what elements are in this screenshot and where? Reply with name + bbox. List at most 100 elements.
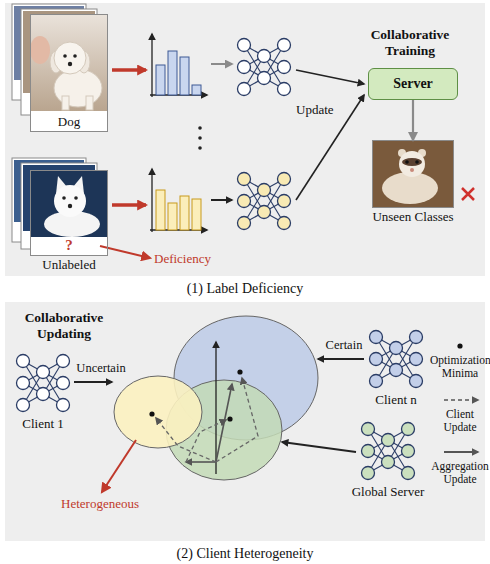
unlabeled-photo-stack [62,196,66,200]
unlabeled-photo-stack [68,204,72,208]
cross-mark [462,188,474,200]
section-heading: Collaborative Training [350,27,470,58]
flow-arrow [211,199,232,201]
dog-photo-stack [86,96,93,110]
distribution-chart [156,190,165,230]
distribution-chart [168,203,177,230]
server-network: Global Server [360,420,416,482]
neural-network [238,173,291,230]
flow-arrow [296,95,364,200]
loss-landscape [186,420,226,462]
cross-mark [462,188,474,200]
arrow-label: Certain [316,338,372,352]
node-text: Unseen Classes [339,210,487,224]
ferret-photo [372,140,454,208]
loss-landscape [149,411,154,416]
annotation: Deficiency [154,252,234,267]
loss-landscape [237,369,242,374]
legend-sample [457,343,462,348]
distribution-chart [192,199,201,230]
unlabeled-photo-stack [31,171,107,237]
unlabeled-photo-stack [54,185,86,217]
client-arrow [74,359,364,492]
flow-arrow [211,63,232,65]
client-arrow [318,358,364,360]
unlabeled-photo-stack [30,170,108,256]
server-box: Server [368,68,458,100]
neural-network [17,355,70,412]
ferret-photo [372,140,454,208]
annotation: Heterogeneous [45,497,155,512]
image-frame: ?Unlabeled [30,170,108,256]
distribution-chart [192,85,201,95]
ellipsis-dots [198,146,202,150]
distribution-chart [150,34,207,232]
node-text: Client 1 [0,417,105,431]
neural-network [238,39,291,96]
flow-arrow [112,203,146,207]
loss-landscape [186,461,216,463]
unlabeled-photo-stack [12,158,108,256]
panel-caption: (2) Client Heterogeneity [0,546,490,562]
flow-arrow [296,70,364,84]
ferret-photo [410,168,414,172]
ferret-photo [415,160,419,164]
dog-photo-stack [30,14,108,132]
dog-photo-stack [12,4,108,132]
ferret-photo [373,141,453,207]
ferret-photo [402,158,422,166]
distribution-chart [180,57,189,95]
neural-network [370,331,423,388]
distribution-chart [180,196,189,230]
legend-sample [444,451,478,453]
distribution-chart [168,51,177,95]
dog-photo-stack [54,69,102,107]
dog-photo-stack [63,54,67,58]
ellipsis-dots [198,126,202,150]
node-text: Dog [31,115,107,129]
panel-background [5,302,485,541]
node-text: Server [369,76,457,91]
panel-background [5,3,485,276]
loss-landscape [114,376,202,448]
panel-caption: (1) Label Deficiency [0,281,490,297]
distribution-chart [156,65,165,95]
legend-sample [444,399,478,400]
loss-landscape [114,316,318,480]
client-network: Client n [368,328,424,390]
dog-photo-stack [62,96,69,110]
loss-landscape [216,378,258,462]
legend-text: Aggregation Update [430,460,490,486]
neural-network [362,423,415,480]
dog-photo-stack [68,62,72,66]
image-frame: Dog [30,14,108,132]
loss-landscape [216,384,232,462]
connector-arrow [412,100,414,140]
unlabeled-photo-stack [74,196,78,200]
flow-arrow [100,64,364,258]
node-text: ? [31,237,107,254]
dog-photo-stack [73,54,77,58]
arrow-label: Update [296,103,346,118]
node-text: Global Server [326,485,450,499]
legend-text: Client Update [430,408,490,434]
ellipsis-dots [198,136,202,140]
legend-text: Optimization Minima [430,354,490,380]
loss-landscape [215,342,216,474]
distribution-chart [151,34,152,97]
image-frame: Unseen Classes [372,140,454,208]
section-heading: Collaborative Updating [14,310,114,341]
dog-photo-stack [30,36,50,64]
client-arrow [282,442,356,452]
distribution-chart [151,169,152,232]
client-network: Client 1 [15,352,71,414]
ferret-photo [405,160,409,164]
node-text: Unlabeled [0,258,141,272]
client-arrow [74,381,112,383]
node-text: Client n [334,393,458,407]
ferret-photo [399,151,425,177]
arrow-label: Uncertain [66,361,136,375]
client-arrow [102,440,136,492]
dog-photo-stack [54,42,86,74]
